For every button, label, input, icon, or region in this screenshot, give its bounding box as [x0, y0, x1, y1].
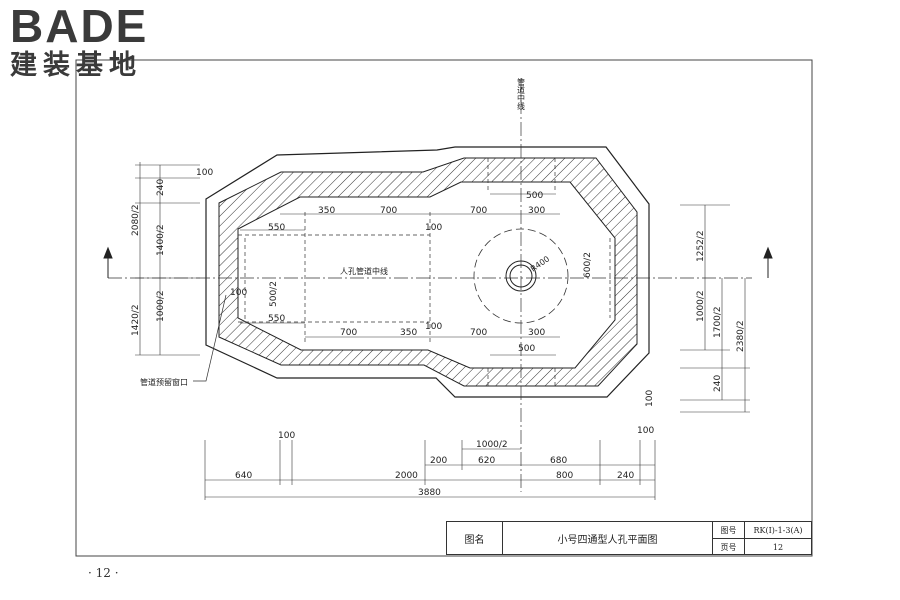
dim-top-350: 350	[318, 206, 335, 216]
dim-chain-200: 200	[430, 456, 447, 466]
dim-chain-240: 240	[617, 471, 634, 481]
dim-chain-2000: 2000	[395, 471, 418, 481]
dim-top-700a: 700	[380, 206, 397, 216]
dim-left-1420-2: 1420/2	[131, 304, 141, 336]
brand-logo-subtitle: 建装基地	[10, 50, 142, 81]
dim-top-300: 300	[528, 206, 545, 216]
opening-inner-circle	[509, 264, 533, 288]
dim-bottom-350: 350	[400, 328, 417, 338]
radius-label: R400	[529, 254, 551, 273]
dim-chain-1000-2: 1000/2	[476, 440, 508, 450]
dim-chain-800: 800	[556, 471, 573, 481]
dim-top-100: 100	[425, 223, 442, 233]
page-number: · 12 ·	[88, 566, 119, 580]
dim-bottom-550: 550	[268, 314, 285, 324]
reserved-window-label: 管道预留窗口	[140, 377, 188, 387]
dim-chain-100-left: 100	[278, 431, 295, 441]
dim-top-500: 500	[526, 191, 543, 201]
dim-right-1252-2: 1252/2	[696, 230, 706, 262]
dim-chain-3880: 3880	[418, 488, 441, 498]
dim-bottom-300: 300	[528, 328, 545, 338]
wall-hatch	[218, 157, 638, 387]
title-block: 图名 小号四通型人孔平面图 图号 RK(I)-1-3(A) 页号 12	[446, 521, 812, 555]
outer-wall-outline	[205, 146, 650, 398]
dim-chain-640: 640	[235, 471, 252, 481]
page-value: 12	[772, 542, 784, 552]
dim-bottom-100: 100	[425, 322, 442, 332]
dim-top-550: 550	[268, 223, 285, 233]
page-label: 页号	[713, 539, 745, 555]
dimension-lines	[135, 162, 750, 500]
dim-window-100: 100	[230, 288, 247, 298]
interior-dashed-lines	[238, 158, 611, 386]
dim-left-2080-2: 2080/2	[131, 204, 141, 236]
dim-left-100: 100	[196, 168, 213, 178]
dim-left-1000-2: 1000/2	[156, 290, 166, 322]
dim-chain-620: 620	[478, 456, 495, 466]
dim-right-1700-2: 1700/2	[713, 306, 723, 338]
dim-left-240: 240	[156, 179, 166, 196]
dim-window-600-2: 600/2	[583, 252, 593, 278]
dim-top-700b: 700	[470, 206, 487, 216]
section-arrow-right	[763, 246, 773, 278]
drawing-no: RK(I)-1-3(A)	[745, 522, 811, 539]
drawing-no-label: 图号	[713, 522, 745, 539]
dim-right-100: 100	[645, 390, 655, 407]
drawing-title: 小号四通型人孔平面图	[503, 522, 713, 554]
drawing-frame	[75, 59, 813, 557]
dim-bottom-500: 500	[518, 344, 535, 354]
manhole-centerline-label: 人孔管道中线	[340, 266, 388, 276]
opening-outer-circle	[505, 260, 537, 292]
dim-bottom-700b: 700	[470, 328, 487, 338]
dim-right-1000-2: 1000/2	[696, 290, 706, 322]
brand-logo-text: BADE	[10, 0, 149, 52]
title-name-label: 图名	[447, 522, 503, 554]
reserved-window-leader	[193, 294, 227, 382]
dim-right-240: 240	[713, 375, 723, 392]
dim-bottom-700a: 700	[340, 328, 357, 338]
section-arrow-left	[103, 246, 113, 278]
dim-chain-680: 680	[550, 456, 567, 466]
dim-chain-100-right: 100	[637, 426, 654, 436]
dim-left-1400-2: 1400/2	[156, 224, 166, 256]
dim-window-500-2: 500/2	[269, 281, 279, 307]
opening-dashed-circle	[473, 228, 569, 324]
dim-right-2380-2: 2380/2	[736, 320, 746, 352]
pipe-centerline-label: 管道中线	[517, 77, 526, 110]
